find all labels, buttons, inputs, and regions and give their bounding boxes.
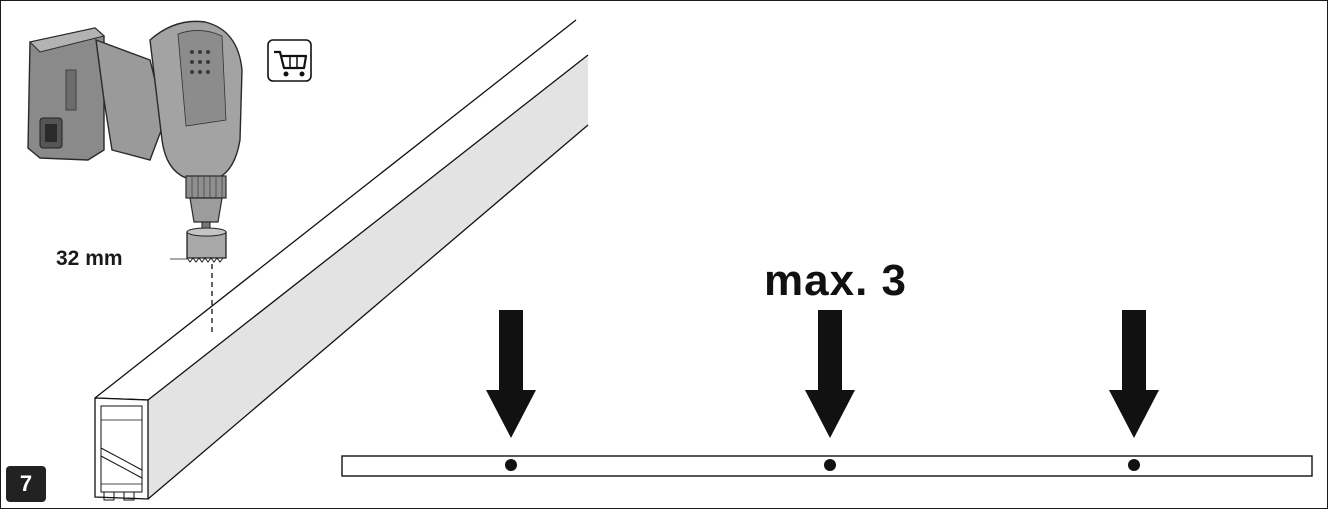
max-count-label: max. 3 [764, 256, 907, 305]
arrow-down-icon [486, 310, 536, 438]
arrow-down-icon [1109, 310, 1159, 438]
hole-size-label: 32 mm [56, 247, 123, 270]
cordless-drill-icon [27, 20, 243, 223]
mounting-hole-3 [1128, 459, 1140, 471]
shopping-cart-icon [267, 39, 312, 82]
arrow-down-icon [805, 310, 855, 438]
step-number-badge: 7 [6, 466, 46, 502]
mounting-hole-1 [505, 459, 517, 471]
hole-saw-icon [186, 221, 227, 263]
mounting-hole-2 [824, 459, 836, 471]
aluminium-profile [94, 19, 589, 501]
